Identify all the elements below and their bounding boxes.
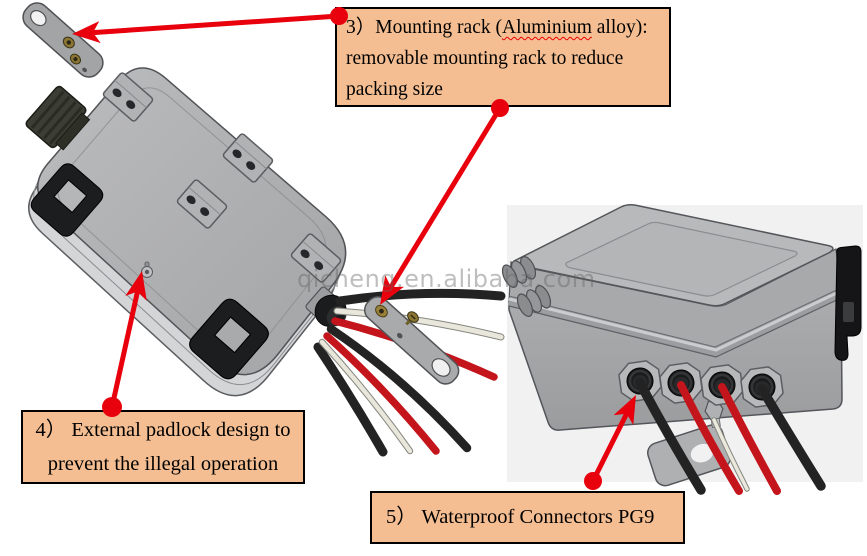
cable-bundle xyxy=(635,378,826,495)
mounting-bracket-top-icon xyxy=(22,2,104,78)
latch-clamp-icon xyxy=(189,298,269,380)
note-line: 3）Mounting rack (Aluminium alloy): xyxy=(346,17,648,38)
main-enclosure-illustration xyxy=(22,2,506,457)
arrow-to-padlock xyxy=(109,270,147,408)
arrow-to-gland xyxy=(590,395,636,483)
arrow-to-top-bracket xyxy=(72,13,340,44)
hinge-icon xyxy=(501,256,537,288)
note-line: 5） Waterproof Connectors PG9 xyxy=(386,506,655,528)
misspelled-word: Aluminium xyxy=(501,17,592,38)
pg9-gland-icon xyxy=(659,362,703,404)
note-connectors: 5） Waterproof Connectors PG9 xyxy=(370,491,685,544)
latch-clamp-icon xyxy=(30,163,104,237)
note-line: packing size xyxy=(346,79,443,100)
note-mounting-rack: 3）Mounting rack (Aluminium alloy): remov… xyxy=(335,7,671,107)
hinge-icon xyxy=(516,285,552,317)
note-line: removable mounting rack to reduce xyxy=(346,48,624,69)
note-line: 4） External padlock design to xyxy=(35,419,291,441)
arrow-to-side-bracket xyxy=(380,106,503,305)
mounting-bracket-side-icon xyxy=(363,296,460,385)
closeup-illustration xyxy=(501,204,863,495)
callout-arrows xyxy=(72,13,636,483)
note-padlock: 4） External padlock design to prevent th… xyxy=(21,410,305,484)
mounting-tab-icon xyxy=(290,233,342,283)
lid-seam xyxy=(507,287,843,358)
terminal-connector-icon xyxy=(25,85,91,151)
mounting-tab-icon xyxy=(176,179,228,229)
note-line: prevent the illegal operation xyxy=(47,453,279,475)
mounting-tab-icon xyxy=(102,72,154,122)
bracket-screw-icon xyxy=(405,311,419,326)
mounting-tab-icon xyxy=(222,133,274,183)
